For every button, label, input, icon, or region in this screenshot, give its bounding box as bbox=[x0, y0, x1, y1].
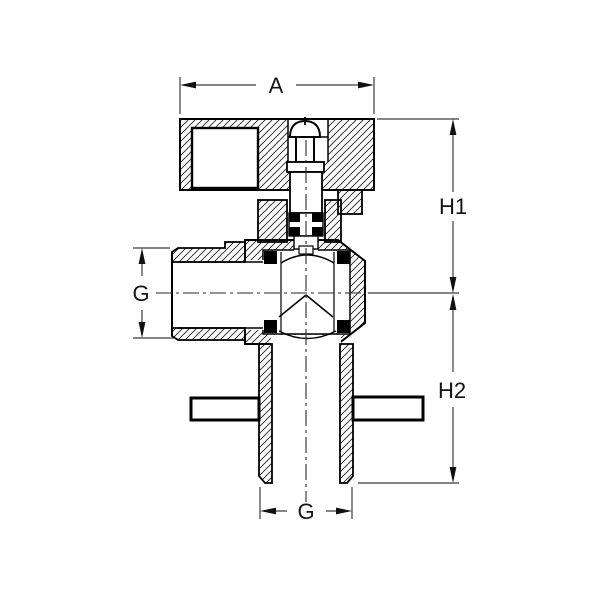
side-port-wall-bottom bbox=[171, 327, 246, 341]
ball-assembly bbox=[264, 251, 350, 340]
gland-nut-left bbox=[257, 199, 288, 243]
dim-a-arrow-right bbox=[358, 81, 374, 89]
handle-grip-hole bbox=[190, 126, 260, 190]
dim-h1-arrow-top bbox=[449, 119, 457, 135]
seal-bottom-left bbox=[264, 320, 277, 333]
ball-bottom-arc bbox=[278, 330, 337, 340]
dim-h2-arrow-bottom bbox=[449, 467, 457, 483]
dim-h1-arrow-bottom bbox=[449, 277, 457, 293]
dim-label-g-bottom: G bbox=[297, 499, 314, 524]
dimension-a bbox=[179, 77, 375, 114]
bottom-port bbox=[258, 343, 354, 484]
dim-h2-arrow-top bbox=[449, 294, 457, 310]
dim-label-h2: H2 bbox=[438, 378, 466, 403]
wing-left bbox=[189, 396, 261, 422]
dim-gbot-arrow-right bbox=[336, 507, 352, 515]
side-port-bore bbox=[172, 260, 264, 330]
dimension-h1 bbox=[368, 118, 459, 294]
seal-top-left bbox=[264, 251, 277, 264]
ball-flow-passage bbox=[278, 294, 334, 318]
stem-shaft-upper bbox=[295, 136, 315, 163]
centerlines bbox=[156, 140, 366, 502]
gland-nut-right bbox=[324, 199, 342, 243]
dim-label-h1: H1 bbox=[439, 194, 467, 219]
handle-skirt-step bbox=[337, 189, 363, 215]
ball-top-arc bbox=[280, 254, 335, 264]
stem-oring-upper-left bbox=[289, 213, 300, 222]
bottom-port-wall-right bbox=[339, 343, 354, 484]
dimension-g-bottom bbox=[259, 487, 353, 519]
dim-gside-arrow-bottom bbox=[138, 322, 146, 338]
stem-assembly bbox=[286, 117, 328, 255]
dim-gbot-arrow-left bbox=[260, 507, 276, 515]
seal-bottom-right bbox=[337, 320, 350, 333]
seal-top-right bbox=[337, 251, 350, 264]
gland-nuts bbox=[257, 199, 342, 243]
stem-oring-lower-right bbox=[312, 227, 323, 236]
dim-label-a: A bbox=[269, 73, 284, 98]
mounting-wings bbox=[189, 395, 425, 422]
dimension-g-side bbox=[133, 247, 174, 339]
dim-a-arrow-left bbox=[180, 81, 196, 89]
side-port bbox=[171, 241, 264, 341]
dim-label-g-side: G bbox=[132, 281, 149, 306]
stem-oring-upper-right bbox=[312, 213, 323, 222]
dimension-h2 bbox=[358, 294, 459, 484]
wing-right bbox=[351, 395, 425, 422]
bottom-port-wall-left bbox=[258, 343, 273, 484]
dim-gside-arrow-top bbox=[138, 248, 146, 264]
dimension-labels: A H1 H2 G G bbox=[132, 73, 467, 524]
stem-oring-lower-left bbox=[289, 227, 300, 236]
